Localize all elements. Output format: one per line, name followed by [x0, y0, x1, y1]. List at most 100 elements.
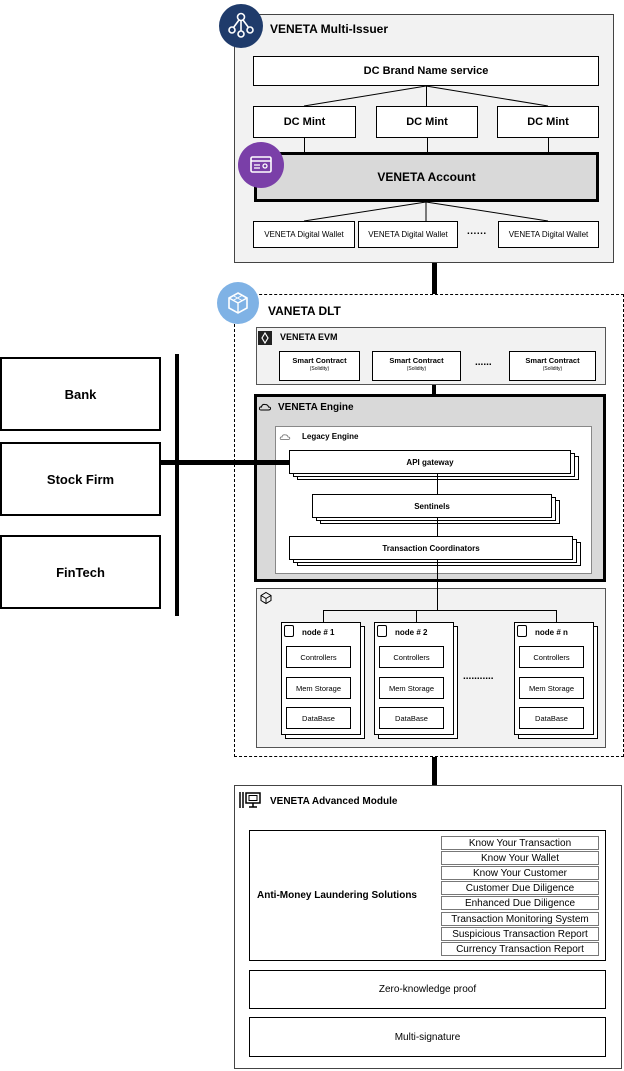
veneta-account: VENETA Account	[254, 152, 599, 202]
id-card-icon	[250, 156, 272, 173]
aml-enhanced-due-diligence: Enhanced Due Diligence	[441, 896, 599, 910]
dc-mint-3: DC Mint	[497, 106, 599, 138]
smart-contract-lang: (Solidity)	[406, 366, 427, 372]
smart-contract-2: Smart Contract (Solidity)	[372, 351, 461, 381]
smart-contract-3: Smart Contract (Solidity)	[509, 351, 596, 381]
digital-wallet-3: VENETA Digital Wallet	[498, 221, 599, 248]
database: DataBase	[286, 707, 351, 729]
connector	[548, 138, 549, 152]
connector	[323, 610, 324, 622]
dlt-title: VANETA DLT	[268, 304, 341, 318]
connector	[416, 610, 417, 622]
aml-know-your-wallet: Know Your Wallet	[441, 851, 599, 865]
engine-title: VENETA Engine	[278, 402, 354, 413]
connector	[437, 560, 438, 610]
fintech-box: FinTech	[0, 535, 161, 609]
engine-icon-box	[258, 400, 272, 414]
connector	[437, 518, 438, 536]
connector	[426, 86, 427, 106]
dlt-advanced-link	[432, 757, 437, 785]
server-icon	[284, 625, 294, 637]
cloud-icon	[279, 434, 291, 440]
advanced-module-title: VENETA Advanced Module	[270, 796, 398, 807]
aml-transaction-monitoring: Transaction Monitoring System	[441, 912, 599, 926]
stock-firm-box: Stock Firm	[0, 442, 161, 516]
dc-mint-1: DC Mint	[253, 106, 356, 138]
account-badge	[238, 142, 284, 188]
sentinels: Sentinels	[312, 494, 562, 526]
server-icon	[517, 625, 527, 637]
controllers: Controllers	[286, 646, 351, 668]
api-gateway: API gateway	[289, 450, 581, 482]
dc-mint-2: DC Mint	[376, 106, 478, 138]
connector	[304, 138, 305, 152]
node-1: node # 1 Controllers Mem Storage DataBas…	[281, 622, 366, 740]
nodes-ellipsis: ...........	[463, 671, 494, 682]
connector	[323, 610, 557, 611]
mem-storage: Mem Storage	[519, 677, 584, 699]
brand-name-service: DC Brand Name service	[253, 56, 599, 86]
database: DataBase	[379, 707, 444, 729]
multi-signature: Multi-signature	[249, 1017, 606, 1057]
node-n: node # n Controllers Mem Storage DataBas…	[514, 622, 599, 740]
node-name: node # 1	[302, 628, 335, 637]
aml-suspicious-transaction-report: Suspicious Transaction Report	[441, 927, 599, 941]
database: DataBase	[519, 707, 584, 729]
api-gateway-label: API gateway	[406, 457, 454, 467]
connector-lines	[303, 86, 549, 107]
nodes-icon-box	[259, 591, 273, 605]
digital-wallet-1: VENETA Digital Wallet	[253, 221, 355, 248]
server-icon	[377, 625, 387, 637]
transaction-coordinators: Transaction Coordinators	[289, 536, 583, 570]
smart-contract-lang: (Solidity)	[309, 366, 330, 372]
aml-know-your-transaction: Know Your Transaction	[441, 836, 599, 850]
aml-know-your-customer: Know Your Customer	[441, 866, 599, 880]
contract-ellipsis: ......	[475, 357, 492, 368]
mem-storage: Mem Storage	[286, 677, 351, 699]
smart-contract-label: Smart Contract	[389, 356, 444, 365]
cube-network-icon	[228, 292, 248, 314]
smart-contract-label: Smart Contract	[525, 356, 580, 365]
dlt-badge	[217, 282, 259, 324]
evm-engine-link	[432, 385, 436, 394]
sentinels-label: Sentinels	[414, 501, 450, 511]
node-name: node # 2	[395, 628, 428, 637]
connector	[437, 474, 438, 494]
mem-storage: Mem Storage	[379, 677, 444, 699]
cube-network-icon	[260, 591, 272, 605]
issuer-dlt-link	[432, 263, 437, 294]
zero-knowledge-proof: Zero-knowledge proof	[249, 970, 606, 1009]
multi-issuer-title: VENETA Multi-Issuer	[270, 22, 389, 36]
controllers: Controllers	[519, 646, 584, 668]
connector	[427, 138, 428, 152]
legacy-engine-title: Legacy Engine	[302, 432, 359, 441]
smart-contract-1: Smart Contract (Solidity)	[279, 351, 360, 381]
institution-bus	[175, 354, 179, 616]
stack-layer	[289, 536, 573, 560]
stack-layer	[312, 494, 552, 518]
digital-wallet-2: VENETA Digital Wallet	[358, 221, 458, 248]
bank-box: Bank	[0, 357, 161, 431]
evm-icon-box	[258, 331, 272, 345]
legacy-icon-box	[279, 430, 291, 442]
wallet-ellipsis: ......	[467, 226, 487, 237]
controllers: Controllers	[379, 646, 444, 668]
node-name: node # n	[535, 628, 568, 637]
cloud-icon	[258, 403, 272, 411]
stack-layer	[289, 450, 571, 474]
issuer-badge	[219, 4, 263, 48]
connector	[556, 610, 557, 622]
aml-customer-due-diligence: Customer Due Diligence	[441, 881, 599, 895]
aml-title: Anti-Money Laundering Solutions	[257, 890, 417, 901]
node-2: node # 2 Controllers Mem Storage DataBas…	[374, 622, 459, 740]
coordinators-label: Transaction Coordinators	[382, 543, 480, 553]
module-icon	[239, 792, 261, 808]
evm-title: VENETA EVM	[280, 332, 338, 342]
network-tree-icon	[228, 12, 254, 38]
aml-currency-transaction-report: Currency Transaction Report	[441, 942, 599, 956]
ethereum-icon	[261, 331, 269, 345]
smart-contract-label: Smart Contract	[292, 356, 347, 365]
institution-api-link	[161, 460, 290, 465]
smart-contract-lang: (Solidity)	[542, 366, 563, 372]
connector-lines	[303, 202, 549, 222]
